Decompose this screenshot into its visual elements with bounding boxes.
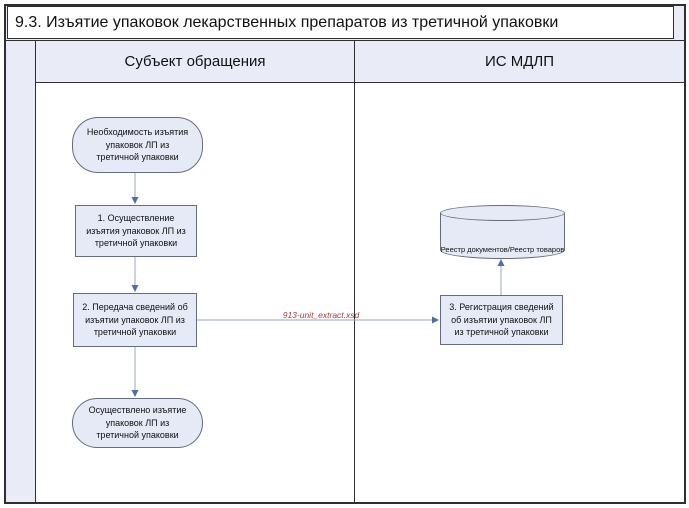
end-event: Осуществлено изъятие упаковок ЛП из трет…	[72, 398, 203, 448]
start-event: Необходимость изъятия упаковок ЛП из тре…	[72, 117, 203, 173]
registry-label-line: товаров	[536, 244, 565, 254]
lane-header-subject-label: Субъект обращения	[124, 53, 266, 70]
start-event-line: Необходимость изъятия	[86, 127, 189, 138]
pool-strip	[6, 41, 36, 502]
task-2: 2. Передача сведений об изъятии упаковок…	[73, 293, 197, 347]
start-event-line: упаковок ЛП из	[105, 139, 170, 150]
lane-header-subject: Субъект обращения	[36, 41, 354, 83]
arrow-task3-to-registry	[497, 259, 505, 295]
message-label: 913-unit_extract.xsd	[282, 310, 360, 320]
lane-header-mdlp-label: ИС МДЛП	[484, 53, 555, 70]
registry-cylinder-top	[440, 205, 565, 221]
task-1-line: третичной упаковки	[94, 238, 178, 249]
end-event-line: Осуществлено изъятие	[88, 405, 187, 416]
task-3-line: об изъятии упаковок ЛП	[451, 314, 552, 325]
task-2-line: 2. Передача сведений об	[82, 302, 188, 313]
task-1-line: изъятия упаковок ЛП из	[86, 225, 186, 236]
arrow-task1-to-task2	[131, 257, 139, 292]
lane-header-mdlp: ИС МДЛП	[355, 41, 684, 83]
task-2-line: третичной упаковки	[93, 327, 177, 338]
task-3: 3. Регистрация сведений об изъятии упако…	[440, 295, 563, 345]
arrow-task2-to-end	[131, 347, 139, 397]
task-3-line: 3. Регистрация сведений	[449, 302, 554, 313]
task-3-line: из третичной упаковки	[454, 327, 549, 338]
registry-datastore: Реестр документов/Реестр товаров	[440, 205, 565, 259]
process-title: 9.3. Изъятие упаковок лекарственных преп…	[15, 13, 559, 31]
diagram-canvas: 9.3. Изъятие упаковок лекарственных преп…	[6, 6, 684, 502]
end-event-line: упаковок ЛП из	[105, 417, 170, 428]
task-1: 1. Осуществление изъятия упаковок ЛП из …	[75, 205, 197, 257]
end-event-line: третичной упаковки	[96, 430, 179, 441]
registry-label-line: Реестр документов/Реестр	[440, 244, 535, 254]
process-title-box: 9.3. Изъятие упаковок лекарственных преп…	[7, 6, 674, 39]
lane-divider	[354, 41, 355, 502]
arrow-start-to-task1	[131, 173, 139, 204]
start-event-line: третичной упаковки	[96, 152, 179, 163]
task-1-line: 1. Осуществление	[97, 213, 175, 224]
task-2-line: изъятии упаковок ЛП из	[85, 314, 185, 325]
registry-label: Реестр документов/Реестр товаров	[440, 244, 565, 255]
diagram-frame: 9.3. Изъятие упаковок лекарственных преп…	[4, 4, 686, 504]
